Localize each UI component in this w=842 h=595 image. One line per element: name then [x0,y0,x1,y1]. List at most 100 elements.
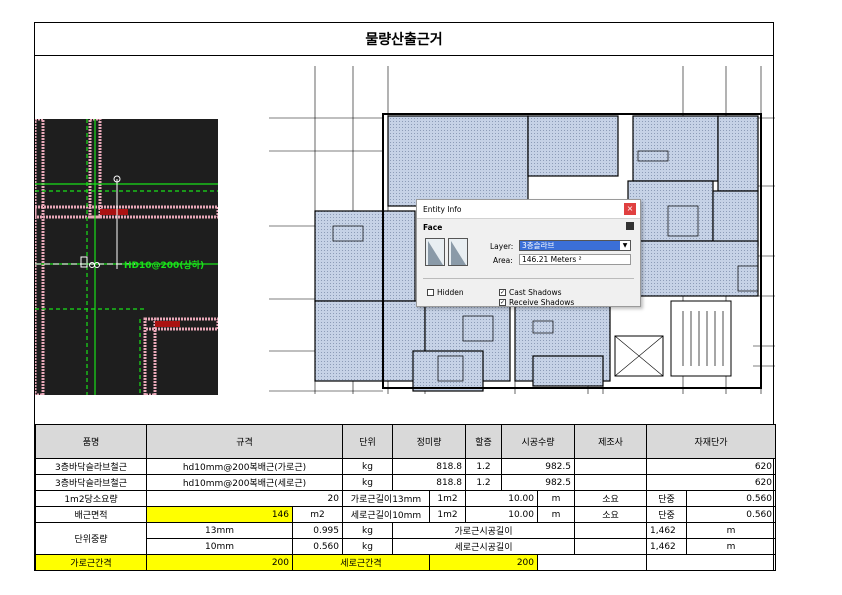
cell: 620 [646,458,776,475]
cell [574,522,647,539]
cell: 1,462 [646,538,687,555]
receive-shadows-label: Receive Shadows [509,298,575,307]
cell: 3층바닥슬라브철근 [35,474,147,491]
area-value: 146.21 Meters ² [519,254,631,265]
col-header: 제조사 [574,424,647,459]
sheet: 물량산출근거 [34,22,776,571]
col-header: 단위 [342,424,393,459]
cell: 0.560 [686,506,776,523]
cell: 1,462 [646,522,687,539]
front-material-swatch[interactable] [425,238,445,266]
cell: 1.2 [465,458,502,475]
cell: kg [342,474,393,491]
cell: 세로근간격 [292,554,430,571]
cell: 10.00 [465,506,538,523]
cell: hd10mm@200복배근(세로근) [146,474,343,491]
close-icon[interactable]: × [624,203,636,215]
chevron-down-icon[interactable]: ▼ [620,241,630,250]
cell: m [686,538,776,555]
cell [574,474,647,491]
cell: 단중 [646,490,687,507]
table-row: 1m2당소요량 20 가로근길이13mm 1m2 10.00 m 소요 단중 0… [35,490,776,507]
dialog-title: Entity Info [423,204,462,214]
cell: m [686,522,776,539]
layer-value: 3층슬라브 [522,241,555,250]
pin-icon[interactable] [626,222,634,230]
cell: 세로근길이10mm [342,506,430,523]
cell [537,554,647,571]
cell: 단중 [646,506,687,523]
cell: 982.5 [501,474,575,491]
cell: m2 [292,506,343,523]
cell: 소요 [574,490,647,507]
cell: kg [342,538,393,555]
hidden-checkbox-box[interactable] [427,289,434,296]
checkmark-icon[interactable]: ✓ [499,289,506,296]
material-swatches[interactable] [425,238,469,266]
area-label: Area: [493,256,513,265]
receive-shadows-checkbox[interactable]: ✓ Receive Shadows [499,298,574,307]
col-header: 시공수량 [501,424,575,459]
cell: 세로근시공길이 [392,538,575,555]
cell: 가로근시공길이 [392,522,575,539]
cell: 200 [146,554,293,571]
cell [646,554,776,571]
quantity-table: 품명 규격 단위 정미량 할증 시공수량 제조사 자재단가 3층바닥슬라브철근 … [35,424,776,571]
cell: 0.560 [686,490,776,507]
cell: 가로근길이13mm [342,490,430,507]
cell: 982.5 [501,458,575,475]
col-header: 자재단가 [646,424,776,459]
cell: 818.8 [392,458,466,475]
divider [423,278,634,279]
drawing-area: HD10@200(상하) [35,56,775,424]
dialog-titlebar: Entity Info × [417,200,640,219]
cell: 146 [146,506,293,523]
cad-detail-image: HD10@200(상하) [35,119,218,395]
table-row: 배근면적 146 m2 세로근길이10mm 1m2 10.00 m 소요 단중 … [35,506,776,523]
table-row: 단위중량 13mm 0.995 kg 가로근시공길이 1,462 m [35,522,776,555]
cell: kg [342,458,393,475]
cell: 가로근간격 [35,554,147,571]
hidden-label: Hidden [437,288,464,297]
cell: 0.995 [292,522,343,539]
table-row: 가로근간격 200 세로근간격 200 [35,554,776,571]
cell: m [537,490,575,507]
table-row: 10mm 0.560 kg 세로근시공길이 1,462 m [36,538,776,555]
col-header: 할증 [465,424,502,459]
col-header: 품명 [35,424,147,459]
cell: 1m2 [429,506,466,523]
checkmark-icon[interactable]: ✓ [499,299,506,306]
layer-label: Layer: [490,242,514,251]
cell: 0.560 [292,538,343,555]
cell: 818.8 [392,474,466,491]
cell: 1m2 [429,490,466,507]
cell: 10mm [146,538,293,555]
floor-plan-image [233,66,775,406]
cell [574,538,647,555]
cell [574,458,647,475]
cell: 200 [429,554,538,571]
cell: 620 [646,474,776,491]
layer-select[interactable]: 3층슬라브 ▼ [519,240,631,251]
back-material-swatch[interactable] [448,238,468,266]
table-row: 3층바닥슬라브철근 hd10mm@200복배근(세로근) kg 818.8 1.… [35,474,776,491]
cast-shadows-label: Cast Shadows [509,288,562,297]
entity-type-label: Face [423,223,443,232]
cell: hd10mm@200복배근(가로근) [146,458,343,475]
cell: kg [342,522,393,539]
cell: 1m2당소요량 [35,490,147,507]
entity-info-dialog: Entity Info × Face Layer: 3층슬라브 ▼ Area: … [416,199,641,307]
cell: 단위중량 [35,522,147,555]
cell: 10.00 [465,490,538,507]
page-title: 물량산출근거 [35,23,773,56]
cell: 13mm [146,522,293,539]
cell: 1.2 [465,474,502,491]
cast-shadows-checkbox[interactable]: ✓ Cast Shadows [499,288,562,297]
cell: 20 [146,490,343,507]
cell: 배근면적 [35,506,147,523]
cell: 3층바닥슬라브철근 [35,458,147,475]
hidden-checkbox[interactable]: Hidden [427,288,464,297]
col-header: 규격 [146,424,343,459]
cell: 소요 [574,506,647,523]
table-row: 3층바닥슬라브철근 hd10mm@200복배근(가로근) kg 818.8 1.… [35,458,776,475]
